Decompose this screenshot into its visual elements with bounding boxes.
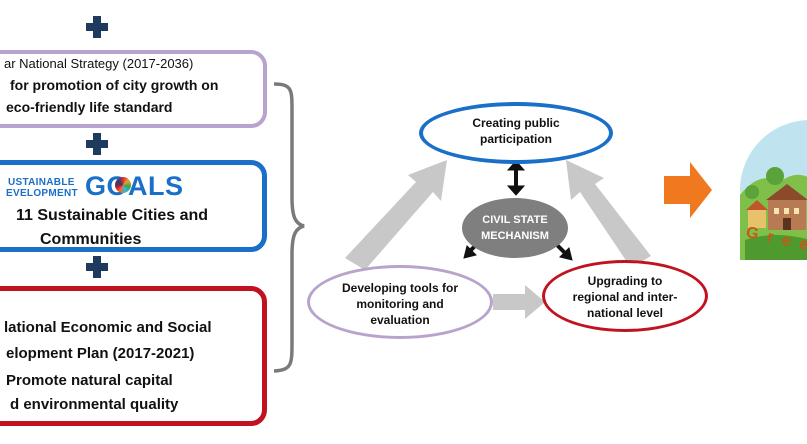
sdg-logo-top: USTAINABLE — [8, 177, 75, 188]
national-strategy-line-1: ar National Strategy (2017-2036) — [4, 56, 194, 71]
arrow-right-up — [566, 160, 651, 268]
arrow-bottom-right — [493, 285, 545, 319]
economic-plan-line-4: d environmental quality — [10, 396, 179, 413]
arrow-left-up — [345, 160, 447, 270]
upgrading-level-label: Upgrading to regional and inter-national… — [572, 274, 678, 320]
sdg-wheel-icon — [115, 177, 131, 193]
sdg-box — [0, 160, 267, 252]
economic-plan-box — [0, 286, 267, 426]
civil-state-mechanism-node — [462, 198, 568, 258]
national-strategy-line-2: for promotion of city growth on — [10, 77, 219, 93]
green-city-illustration — [740, 120, 807, 260]
creating-participation-node — [419, 102, 613, 164]
economic-plan-line-1: lational Economic and Social — [4, 319, 212, 336]
developing-tools-node — [307, 265, 493, 339]
economic-plan-line-3: Promote natural capital — [6, 372, 173, 389]
grouping-brace — [273, 82, 305, 373]
plus-icon — [86, 133, 108, 155]
sdg-line-2: Communities — [40, 231, 142, 248]
sdg-line-1: 11 Sustainable Cities and — [16, 207, 209, 224]
sdg-logo-bottom: EVELOPMENT — [6, 188, 78, 199]
sdg-goals-logo: GOALS — [85, 171, 184, 201]
developing-tools-label: Developing tools for monitoring and eval… — [341, 281, 458, 327]
civil-state-mechanism-label: CIVIL STATE MECHANISM — [481, 214, 549, 242]
plus-icon — [86, 16, 108, 38]
economic-plan-line-2: elopment Plan (2017-2021) — [6, 345, 195, 362]
arrow-orange-right — [664, 162, 712, 218]
plus-icon — [86, 256, 108, 278]
creating-participation-label: Creating public participation — [472, 116, 560, 146]
national-strategy-line-3: eco-friendly life standard — [6, 99, 173, 115]
upgrading-level-node — [542, 260, 708, 332]
national-strategy-box — [0, 50, 267, 128]
